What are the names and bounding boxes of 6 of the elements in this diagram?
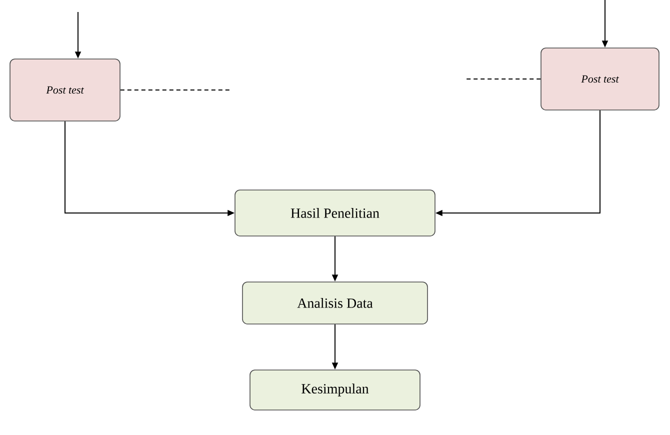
process-box: Hasil Penelitian [234,190,436,236]
process-box: Post test [10,58,120,122]
process-box: Kesimpulan [250,370,420,410]
process-box: Post test [540,48,660,110]
process-box: Analisis Data [242,282,428,324]
dashed-line [464,78,542,80]
